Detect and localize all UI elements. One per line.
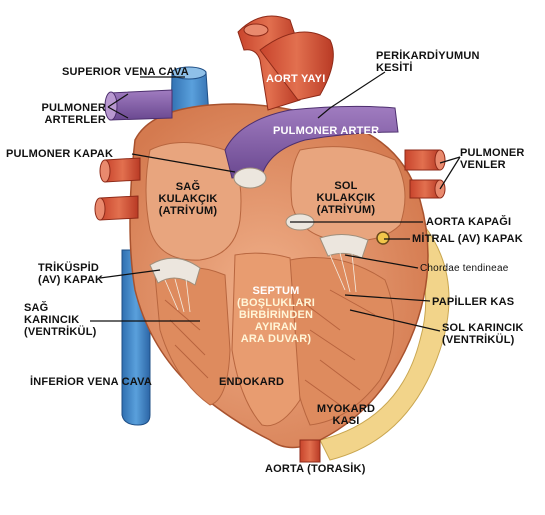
vein-left-lower [99, 195, 139, 221]
label-sag-kulakcik: SAĞ KULAKÇIK (ATRİYUM) [158, 181, 218, 217]
chordae-lines [164, 252, 357, 313]
label-sol-kulakcik: SOL KULAKÇIK (ATRİYUM) [316, 180, 376, 216]
label-perikardiyumun-kesiti: PERİKARDİYUMUN KESİTİ [376, 50, 480, 74]
label-superior-vena-cava: SUPERIOR VENA CAVA [62, 66, 189, 78]
label-mitral-kapak: MİTRAL (AV) KAPAK [412, 233, 523, 245]
label-pulmoner-arterler: PULMONER ARTERLER [41, 102, 106, 126]
label-papiller-kas: PAPİLLER KAS [432, 296, 515, 308]
pulmonary-arteries-left [109, 89, 173, 121]
label-chordae-tendineae: Chordae tendineae [420, 263, 509, 274]
coronary-vessel [376, 231, 390, 245]
pulmonary-valve-shape [233, 167, 267, 189]
muscle-fibers [164, 289, 376, 406]
label-aorta-torasik: AORTA (TORASİK) [265, 463, 366, 475]
label-aorta-kapagi: AORTA KAPAĞI [426, 216, 512, 228]
label-trikuspid-kapak: TRİKÜSPİD (AV) KAPAK [38, 262, 104, 286]
septum [231, 252, 301, 427]
tricuspid-valve-shape [149, 257, 201, 286]
aorta-arch-top [259, 31, 334, 101]
right-atrium-chamber [145, 142, 242, 261]
label-sag-karincik: SAĞ KARINCIK (VENTRİKÜL) [24, 302, 97, 338]
label-pulmoner-venler: PULMONER VENLER [460, 147, 525, 171]
label-aort-yayi: AORT YAYI [266, 73, 326, 85]
label-sol-karincik: SOL KARINCIK (VENTRİKÜL) [442, 322, 524, 346]
label-septum: SEPTUM (BOŞLUKLARI BİRBİRİNDEN AYIRAN AR… [237, 285, 315, 345]
label-inferior-vena-cava: İNFERİOR VENA CAVA [30, 376, 152, 388]
label-miyokard-kasi: MYOKARD KASI [316, 403, 376, 427]
label-pulmoner-arter: PULMONER ARTER [273, 125, 380, 137]
descending-aorta [299, 439, 321, 463]
label-pulmoner-kapak: PULMONER KAPAK [6, 148, 114, 160]
leader-lines [90, 71, 461, 332]
pulmonary-artery [224, 105, 399, 179]
label-endokard: ENDOKARD [219, 376, 285, 388]
